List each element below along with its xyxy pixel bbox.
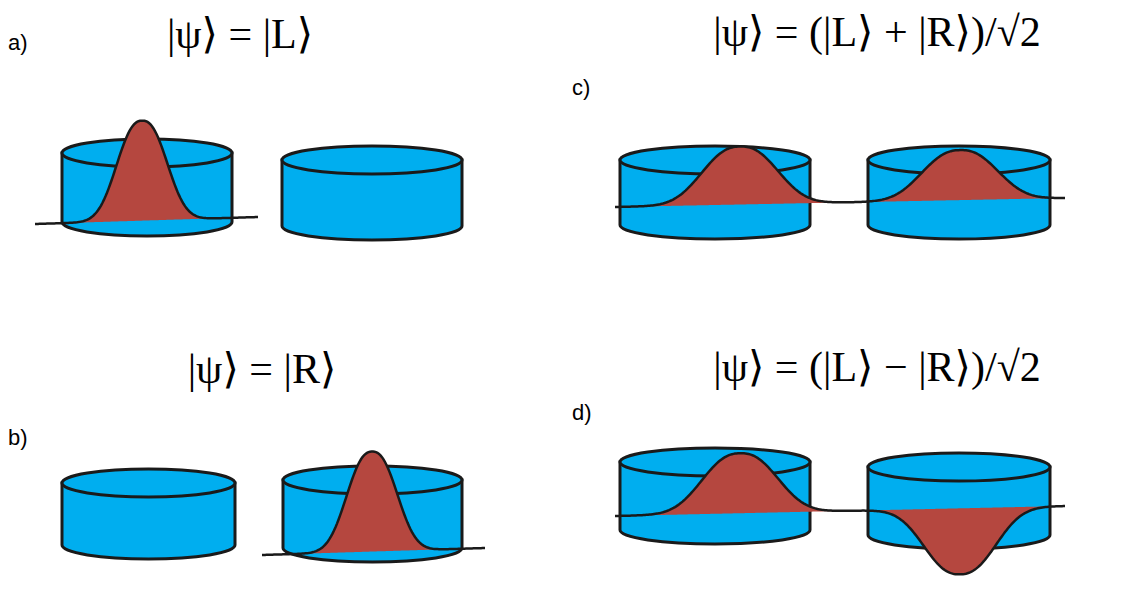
cylinders <box>62 139 1050 562</box>
well-cylinder <box>282 146 462 240</box>
wavefunction-curve <box>262 452 485 555</box>
state-equation: |ψ⟩ = (|L⟩ + |R⟩)/√2 <box>713 8 1040 56</box>
wavefunction-curve <box>615 146 1065 207</box>
panel-label: c) <box>572 75 590 100</box>
panel-label: a) <box>8 30 28 55</box>
wavefunction-fill <box>35 121 258 224</box>
wavefunctions <box>35 121 1065 575</box>
wavefunction-curve <box>35 121 258 224</box>
wavefunction-fill <box>262 452 485 555</box>
well-cylinder <box>62 469 235 559</box>
cylinder-top <box>282 146 462 174</box>
state-equation: |ψ⟩ = |R⟩ <box>188 345 337 393</box>
state-equation: |ψ⟩ = (|L⟩ − |R⟩)/√2 <box>713 343 1040 391</box>
wavefunction-curve <box>615 453 1065 574</box>
panel-label: b) <box>8 425 28 450</box>
panel-label: d) <box>572 400 592 425</box>
wavefunction-fill <box>615 453 1065 574</box>
state-equation: |ψ⟩ = |L⟩ <box>167 10 313 58</box>
cylinder-top <box>62 469 235 497</box>
cylinder-top <box>868 453 1050 481</box>
wavefunction-fill <box>615 146 1065 207</box>
